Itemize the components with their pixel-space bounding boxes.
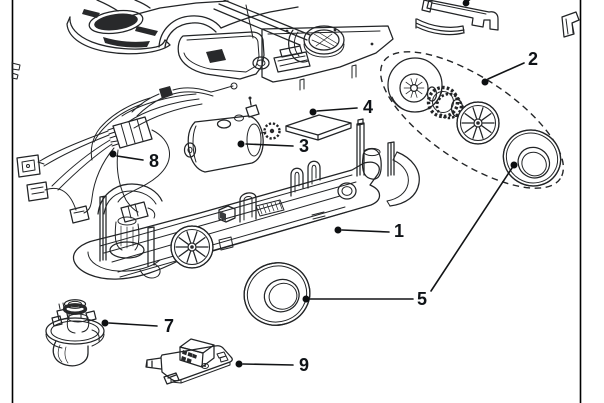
wheel-assembly-group-drawing bbox=[379, 51, 565, 189]
callout-1: 1 bbox=[334, 221, 404, 241]
callout-5: 5 bbox=[302, 161, 518, 309]
front-wheel-drawing bbox=[170, 225, 214, 269]
electronics-module-drawing bbox=[145, 338, 233, 385]
callout-9: 9 bbox=[235, 355, 309, 375]
steering-pod-drawing bbox=[45, 299, 105, 367]
callout-3: 3 bbox=[237, 136, 309, 156]
callout-1-label: 1 bbox=[394, 221, 404, 241]
wiring-harness-drawing bbox=[16, 82, 238, 224]
callout-4-label: 4 bbox=[363, 97, 373, 117]
rear-bracket-drawing bbox=[415, 0, 580, 38]
border-cut-fragment bbox=[11, 61, 21, 80]
chassis-drawing bbox=[72, 118, 420, 280]
callout-8: 8 bbox=[109, 150, 159, 171]
car-body-drawing bbox=[66, 0, 311, 55]
callout-9-label: 9 bbox=[299, 355, 309, 375]
wheel-rim-drawing bbox=[456, 101, 500, 145]
spacer-plate-drawing bbox=[285, 114, 352, 141]
callout-3-label: 3 bbox=[299, 136, 309, 156]
callout-4: 4 bbox=[309, 97, 373, 117]
drive-pulley-drawing bbox=[387, 57, 443, 113]
loose-tire-drawing bbox=[243, 262, 311, 326]
interior-tray-drawing bbox=[177, 25, 394, 91]
callout-7-label: 7 bbox=[164, 316, 174, 336]
tire-in-group-drawing bbox=[502, 129, 562, 187]
callout-8-label: 8 bbox=[149, 151, 159, 171]
callout-2-label: 2 bbox=[528, 49, 538, 69]
callout-7: 7 bbox=[101, 316, 174, 336]
callout-5-label: 5 bbox=[417, 289, 427, 309]
motor-drawing bbox=[183, 96, 281, 173]
callout-2: 2 bbox=[481, 49, 538, 86]
